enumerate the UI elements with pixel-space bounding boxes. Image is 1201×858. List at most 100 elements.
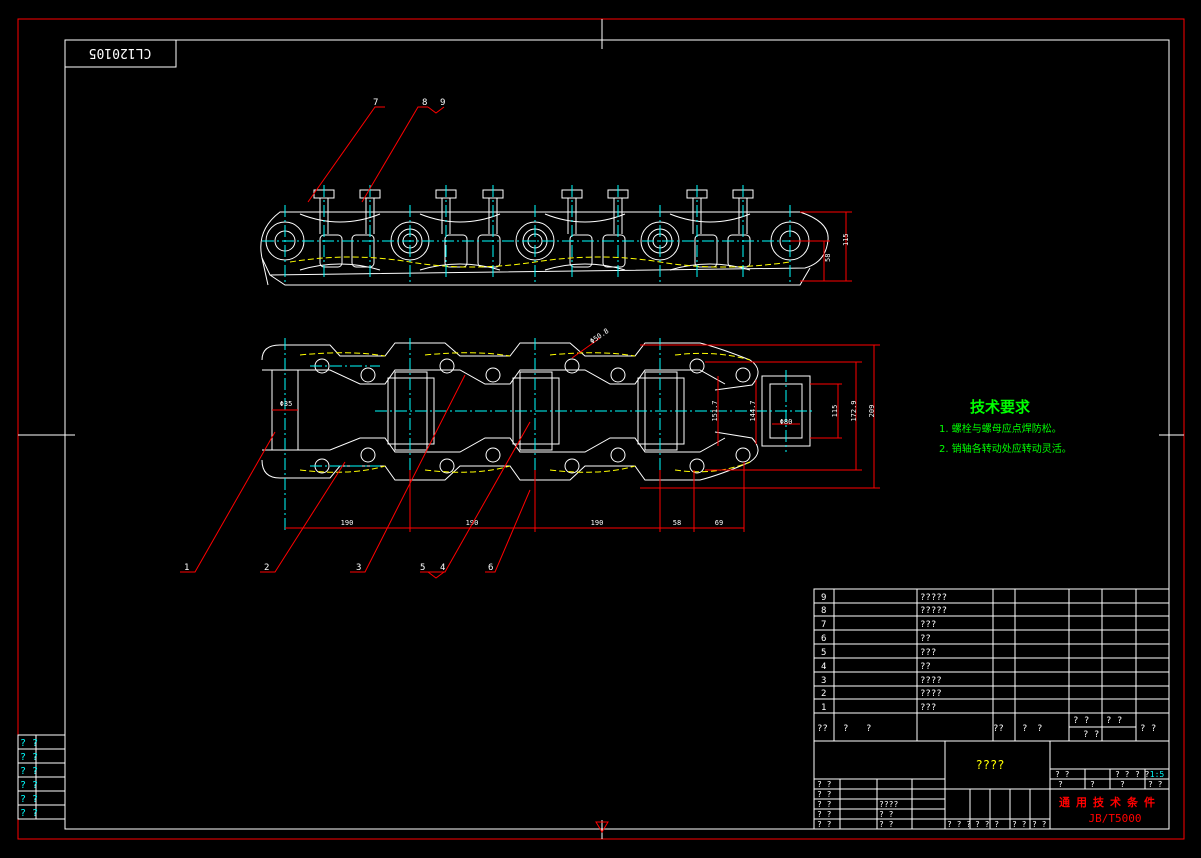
bom-no: 7 bbox=[821, 620, 826, 630]
bom-header: ?? ? ? ?? ? ? ? ? ? ? ? ? ? ? bbox=[817, 716, 1156, 740]
dim-side-small: 58 bbox=[824, 254, 832, 262]
bom-name: ???? bbox=[920, 689, 942, 699]
balloon-3: 3 bbox=[356, 563, 361, 573]
notes-line-1: 1. 螺栓与螺母应点焊防松。 bbox=[939, 422, 1062, 435]
bom-header-cell: ?? bbox=[993, 724, 1004, 734]
dim-w3: 115 bbox=[831, 405, 839, 418]
balloon-5: 5 bbox=[420, 563, 425, 573]
title-cell: ? ? bbox=[1135, 770, 1150, 779]
title-cell: ? ? bbox=[1012, 820, 1027, 829]
code-box-text: CL120105 bbox=[89, 45, 152, 60]
bom-name: ??? bbox=[920, 648, 936, 658]
dim-side-large: 115 bbox=[842, 233, 850, 246]
bolts bbox=[313, 189, 754, 234]
bom-header-cell: ? bbox=[843, 724, 848, 734]
title-sheet: 1:5 bbox=[1150, 770, 1165, 779]
title-cell: ? ? ? bbox=[947, 820, 971, 829]
balloon-6: 6 bbox=[488, 563, 493, 573]
plan-view-centerlines bbox=[284, 338, 815, 530]
dim-pitch-1: 190 bbox=[341, 519, 354, 527]
dim-w4: 172.9 bbox=[850, 400, 858, 421]
title-standard: JB/T5000 bbox=[1089, 812, 1142, 825]
left-strip-cell: ? ? bbox=[20, 738, 38, 749]
title-cells: ? ? ? ? ? ? ? ? ? ? ? ???? ? ? ? ? ? ? ?… bbox=[817, 770, 1163, 829]
bom-header-cell: ? ? bbox=[1140, 724, 1156, 734]
balloon-1: 1 bbox=[184, 563, 189, 573]
title-cell: ? bbox=[1058, 780, 1063, 789]
notes-line-2: 2. 销轴各转动处应转动灵活。 bbox=[939, 442, 1072, 455]
bom-no: 1 bbox=[821, 703, 826, 713]
leaders bbox=[180, 106, 531, 579]
title-cell: ? ? bbox=[1115, 770, 1130, 779]
dim-w1: 151.7 bbox=[711, 400, 719, 421]
chain-plan-view bbox=[261, 342, 811, 481]
dim-w2: 144.7 bbox=[749, 400, 757, 421]
left-strip-cell: ? ? bbox=[20, 766, 38, 777]
title-left-cell: ? ? bbox=[817, 810, 832, 819]
bom-header-cell: ? bbox=[866, 724, 871, 734]
left-strip-cell: ? ? bbox=[20, 780, 38, 791]
title-left-cell: ? ? bbox=[817, 800, 832, 809]
left-strip-cell: ? ? bbox=[20, 752, 38, 763]
title-cell: ? bbox=[1120, 780, 1125, 789]
balloon-7: 7 bbox=[373, 98, 378, 108]
title-block bbox=[813, 740, 1170, 830]
bom-row-lines bbox=[814, 602, 1169, 700]
balloon-8: 8 bbox=[422, 98, 427, 108]
bom-name: ??? bbox=[920, 620, 936, 630]
bom-name: ????? bbox=[920, 606, 947, 616]
bom-no: 5 bbox=[821, 648, 826, 658]
bom-header-cell: ? bbox=[1037, 724, 1042, 734]
left-strip-text: ? ? ? ? ? ? ? ? ? ? ? ? bbox=[20, 738, 38, 819]
balloon-4: 4 bbox=[440, 563, 445, 573]
balloon-2: 2 bbox=[264, 563, 269, 573]
bom-no: 6 bbox=[821, 634, 826, 644]
title-cell: ? ? bbox=[1055, 770, 1070, 779]
bom-name: ???? bbox=[920, 676, 942, 686]
title-left-labels: ? ? ? ? ? ? ? ? bbox=[817, 790, 832, 829]
title-cell: ? ? bbox=[879, 820, 894, 829]
left-strip-cell: ? ? bbox=[20, 794, 38, 805]
bom-no: 2 bbox=[821, 689, 826, 699]
dim-seg-58: 58 bbox=[673, 519, 681, 527]
title-cell: ? ? ? bbox=[975, 820, 999, 829]
dim-w5: 209 bbox=[868, 405, 876, 418]
title-cell: ? ? bbox=[1148, 780, 1163, 789]
bom-name: ?? bbox=[920, 634, 931, 644]
sheet-frame bbox=[17, 18, 1185, 840]
title-left-cell: ? ? bbox=[817, 820, 832, 829]
side-view-centerlines bbox=[262, 185, 830, 285]
dim-seg-69: 69 bbox=[715, 519, 723, 527]
dim-dia-80: Φ80 bbox=[780, 418, 793, 426]
title-cell: ? bbox=[1090, 780, 1095, 789]
bom-header-cell: ?? bbox=[817, 724, 828, 734]
bom-no: 9 bbox=[821, 593, 826, 603]
dim-dia-top: Φ50.8 bbox=[589, 327, 611, 346]
bom-header-cell: ? ? bbox=[1073, 716, 1089, 726]
code-box: CL120105 bbox=[64, 39, 177, 68]
bom-no: 8 bbox=[821, 606, 826, 616]
left-strip bbox=[17, 734, 66, 820]
bom-name: ????? bbox=[920, 593, 947, 603]
balloon-9: 9 bbox=[440, 98, 445, 108]
dim-pitch-2: 190 bbox=[466, 519, 479, 527]
bom-header-cell: ? ? bbox=[1083, 730, 1099, 740]
side-view-dimensions bbox=[790, 211, 852, 282]
title-cell: ? ? bbox=[817, 780, 832, 789]
bom-header-cell: ? ? bbox=[1106, 716, 1122, 726]
title-drawing-name: ???? bbox=[976, 758, 1005, 772]
bom-rows: 9 ????? 8 ????? 7 ??? 6 ?? 5 ??? 4 ?? 3 … bbox=[821, 593, 947, 713]
left-strip-cell: ? ? bbox=[20, 808, 38, 819]
bom-no: 3 bbox=[821, 676, 826, 686]
bom-name: ??? bbox=[920, 703, 936, 713]
plan-view-dimensions bbox=[272, 337, 880, 532]
title-cell: ? ? bbox=[1032, 820, 1047, 829]
title-company: 通用技术条件 bbox=[1059, 795, 1161, 809]
title-cell: ???? bbox=[879, 800, 898, 809]
dim-dia-35: Φ35 bbox=[280, 400, 293, 408]
bom-header-cell: ? bbox=[1022, 724, 1027, 734]
title-left-cell: ? ? bbox=[817, 790, 832, 799]
notes-title: 技术要求 bbox=[970, 398, 1031, 416]
bom-no: 4 bbox=[821, 662, 826, 672]
